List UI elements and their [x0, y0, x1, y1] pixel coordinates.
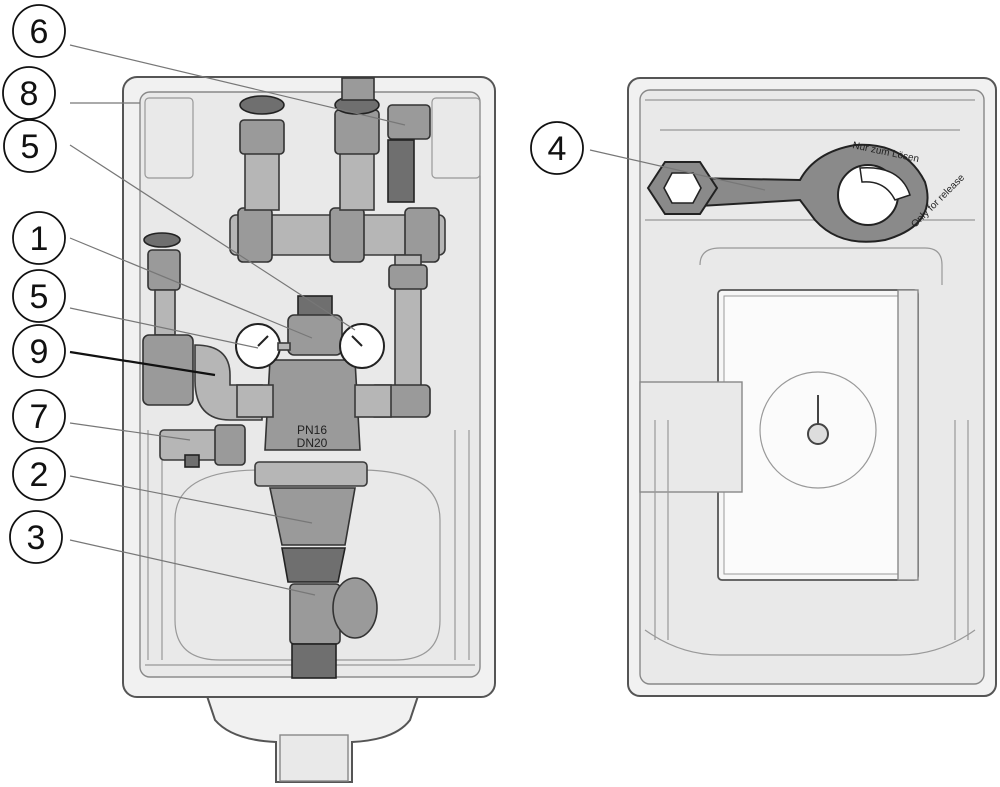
leader-lines	[69, 44, 766, 596]
callout-4: 4	[530, 121, 584, 175]
callout-1: 1	[12, 211, 66, 265]
leader-9	[69, 350, 216, 377]
callout-2: 2	[12, 447, 66, 501]
callouts: 6 8 5 1 5 9 7 2	[2, 4, 584, 564]
svg-text:5: 5	[30, 278, 49, 316]
right-inner-frame	[699, 247, 943, 285]
drain-outlet	[279, 734, 349, 782]
window-hinge	[897, 289, 919, 581]
callout-7: 7	[12, 389, 66, 443]
drain-body	[289, 583, 341, 645]
riser-coupling	[388, 264, 428, 290]
right-unit-cover: Nur zum Lösen Only for release	[627, 77, 997, 697]
pressure-rating-imprint: PN16	[297, 423, 327, 437]
leader-5b	[69, 307, 259, 349]
filter-bowl-lower	[281, 547, 346, 583]
inlet-valve	[159, 424, 246, 468]
svg-text:6: 6	[30, 13, 49, 51]
pressure-gauge-left	[235, 323, 291, 369]
svg-text:3: 3	[27, 519, 46, 557]
right-bottom-lip	[644, 629, 976, 656]
svg-text:4: 4	[548, 130, 567, 168]
side-valve	[142, 232, 194, 406]
header-coupling-mid	[329, 207, 365, 263]
svg-text:9: 9	[30, 333, 49, 371]
left-unit-installed-station: PN16 DN20	[122, 76, 496, 783]
pressure-reducer	[236, 295, 392, 451]
callout-6: 6	[12, 4, 66, 58]
svg-text:5: 5	[21, 128, 40, 166]
header-coupling-right	[404, 207, 440, 263]
left-guide-channel-left	[147, 430, 163, 660]
leader-7	[69, 422, 191, 441]
leader-1	[69, 237, 313, 339]
filter-bowl	[269, 487, 356, 546]
right-guide-left	[654, 420, 669, 640]
callout-8: 8	[2, 66, 56, 120]
callout-3: 3	[9, 510, 63, 564]
leader-2	[69, 475, 313, 524]
release-wrench: Nur zum Lösen Only for release	[646, 140, 967, 243]
callout-5-lower: 5	[12, 269, 66, 323]
pressure-gauge-right	[339, 323, 385, 369]
svg-text:8: 8	[20, 75, 39, 113]
top-valve-right	[334, 77, 380, 211]
left-guide-channel-right	[454, 430, 470, 660]
callout-9: 9	[12, 324, 66, 378]
bypass-loop	[174, 469, 441, 661]
leader-3	[69, 539, 316, 596]
right-guide-right	[954, 420, 969, 640]
svg-text:7: 7	[30, 398, 49, 436]
drain-stem	[291, 643, 337, 679]
callout-5-upper: 5	[3, 119, 57, 173]
safety-valve	[387, 104, 431, 203]
left-top-pocket-right	[431, 97, 481, 179]
drain-port	[332, 577, 378, 639]
nominal-size-imprint: DN20	[297, 436, 328, 450]
svg-text:1: 1	[30, 220, 49, 258]
dial-outline	[759, 371, 877, 489]
leader-4	[589, 149, 766, 191]
left-top-pocket-left	[144, 97, 194, 179]
svg-text:2: 2	[30, 456, 49, 494]
lower-tee	[254, 461, 368, 487]
dial-center	[807, 423, 829, 445]
header-coupling-left	[237, 207, 273, 263]
leader-5a	[69, 144, 356, 331]
side-tab	[639, 381, 743, 493]
top-valve-left	[239, 95, 285, 211]
leader-6	[69, 44, 406, 126]
